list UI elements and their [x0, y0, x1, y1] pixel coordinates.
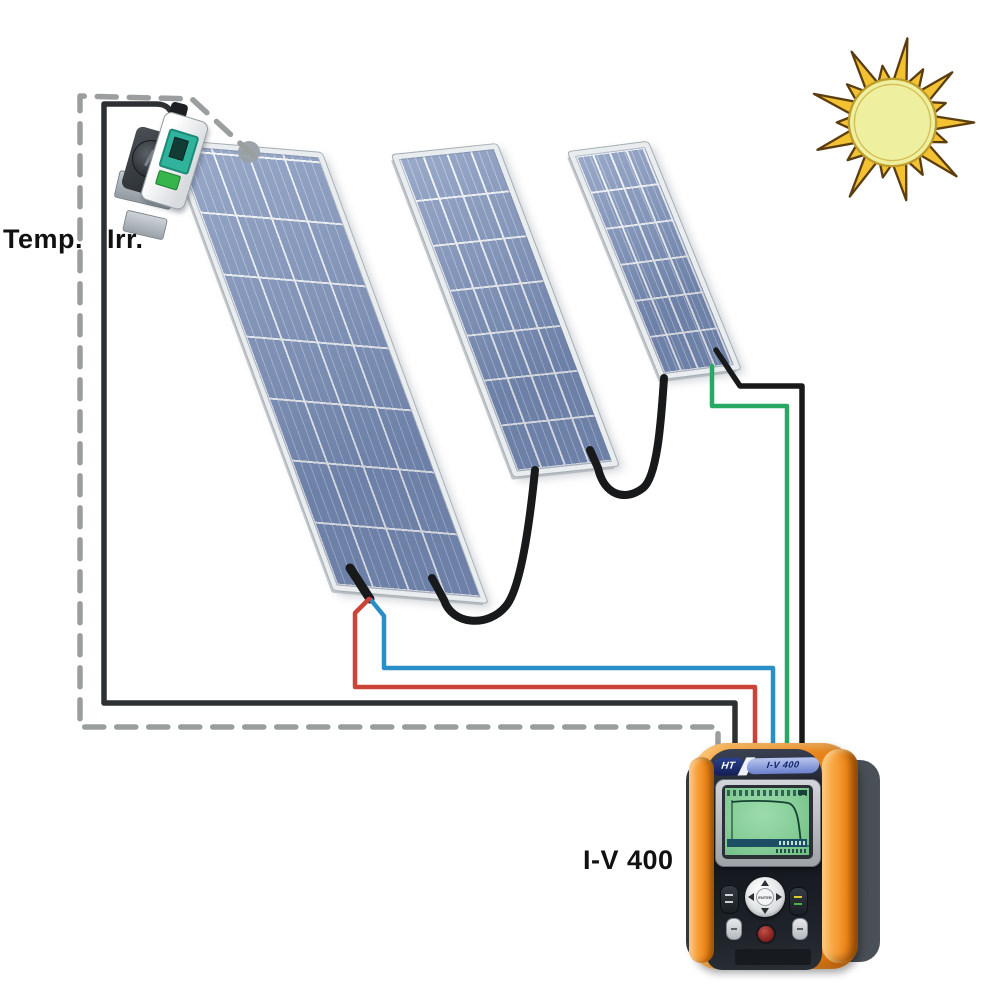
sun-illustration	[812, 37, 976, 202]
temp-label: Temp.	[3, 224, 84, 254]
instrument-banner: HT I-V 400	[710, 756, 821, 776]
enter-button: ENTER	[756, 888, 774, 906]
arrow-right-icon	[776, 893, 782, 901]
negative-test-lead-blue	[368, 597, 776, 753]
model-badge: I-V 400	[745, 757, 821, 775]
right-bumper	[822, 749, 858, 963]
function-button-left	[720, 885, 739, 914]
string-output-cable	[345, 563, 375, 604]
series-connection-cable-2	[586, 374, 668, 500]
iv-curve	[731, 800, 802, 846]
arrow-down-icon	[761, 908, 769, 914]
irradiance-sensor-cable	[101, 101, 738, 753]
string-end-cable-black	[713, 347, 805, 753]
instrument-label: I-V 400	[583, 845, 674, 875]
iv400-instrument: HT I-V 400	[683, 740, 893, 980]
sun-core	[847, 77, 938, 168]
left-bumper	[689, 757, 714, 963]
go-stop-button	[789, 887, 808, 916]
battery-icon	[798, 790, 807, 795]
lcd-status-text	[779, 841, 805, 845]
sensor-display	[158, 127, 200, 176]
soft-button-left	[726, 918, 742, 940]
irr-label: Irr.	[107, 224, 144, 254]
arrow-up-icon	[761, 880, 769, 886]
voltage-sense-lead-green	[709, 363, 790, 753]
arrow-left-icon	[748, 893, 754, 901]
series-connection-cable-1	[428, 466, 539, 625]
sensor-button	[154, 169, 182, 191]
lcd-screen	[725, 788, 809, 855]
lcd-frame	[722, 785, 813, 859]
lcd-footer-text	[776, 849, 806, 853]
navigation-pad: ENTER	[745, 877, 785, 917]
sun-core-ring	[853, 83, 932, 162]
soft-button-right	[792, 918, 808, 940]
instrument-base	[735, 949, 811, 965]
lcd-status-bar	[727, 839, 807, 847]
power-button	[756, 924, 776, 944]
lcd-bezel	[715, 779, 821, 867]
lcd-header-row	[727, 790, 807, 796]
temp-sensor-cable-dashed	[77, 93, 721, 753]
positive-test-lead-red	[352, 596, 758, 753]
